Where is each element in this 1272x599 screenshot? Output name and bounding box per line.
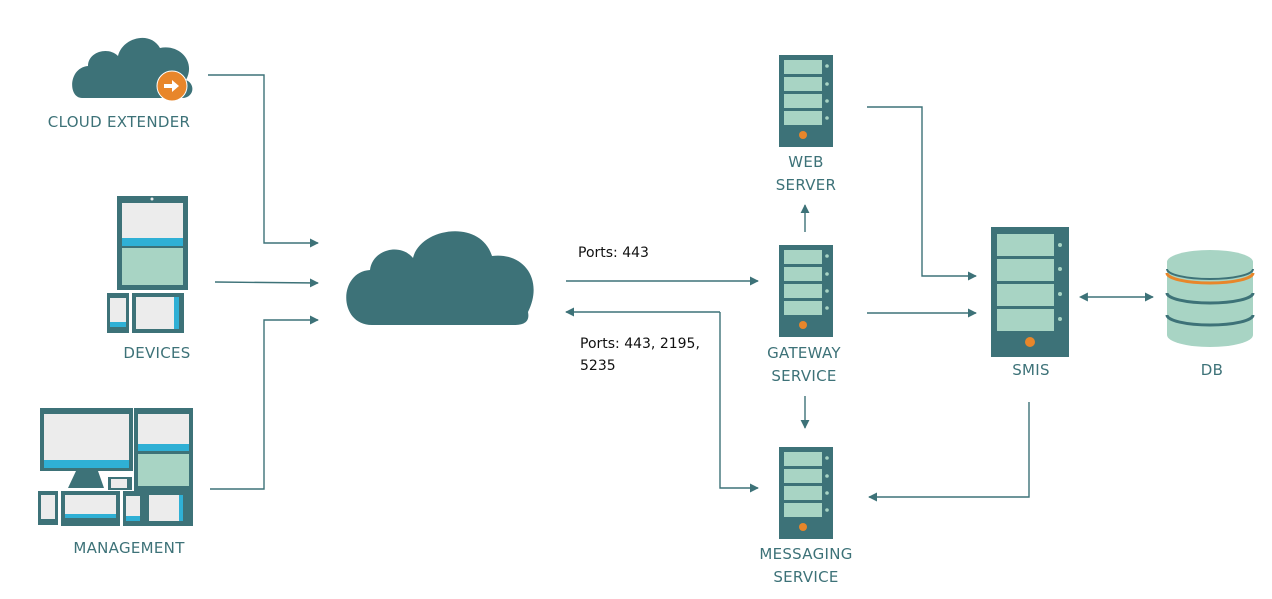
messaging-service-label-line1: MESSAGING [759,545,852,563]
outbound-ports-label-line2: 5235 [580,358,616,374]
devices-icon [107,196,188,333]
devices-label: DEVICES [123,344,190,362]
messaging-service-label-line2: SERVICE [773,568,838,586]
connector-management-to-cloud [210,315,319,490]
management-label: MANAGEMENT [73,539,185,557]
cloud-extender-node: CLOUD EXTENDER [48,37,193,131]
management-devices-icon [38,408,193,526]
gateway-service-label-line2: SERVICE [771,367,836,385]
devices-node: DEVICES [107,196,190,362]
management-node: MANAGEMENT [38,408,193,557]
server-icon [779,55,833,147]
messaging-service-node: MESSAGING SERVICE [759,447,852,586]
inbound-ports-label: Ports: 443 [578,245,649,261]
cloud-arrow-icon [72,37,193,102]
connector-webserver-to-smis [867,106,977,281]
gateway-service-label-line1: GATEWAY [767,344,841,362]
web-server-node: WEB SERVER [776,55,837,194]
outbound-ports-label-line1: Ports: 443, 2195, [580,336,700,352]
connector-cloud-extender-to-cloud [208,74,319,248]
cloud-extender-label: CLOUD EXTENDER [48,113,190,131]
server-icon [779,447,833,539]
cloud-icon [346,231,534,325]
connector-devices-to-cloud [214,278,319,288]
server-icon [779,245,833,337]
connector-smis-to-messaging [868,402,1030,502]
gateway-service-node: GATEWAY SERVICE [767,245,841,385]
web-server-label-line2: SERVER [776,176,837,194]
database-icon [1165,250,1255,347]
db-node: DB [1165,250,1255,379]
connector-cloud-to-messaging [719,312,759,493]
db-label: DB [1201,361,1223,379]
web-server-label-line1: WEB [788,153,824,171]
smis-label: SMIS [1012,361,1050,379]
smis-node: SMIS [991,227,1069,379]
server-icon [991,227,1069,357]
